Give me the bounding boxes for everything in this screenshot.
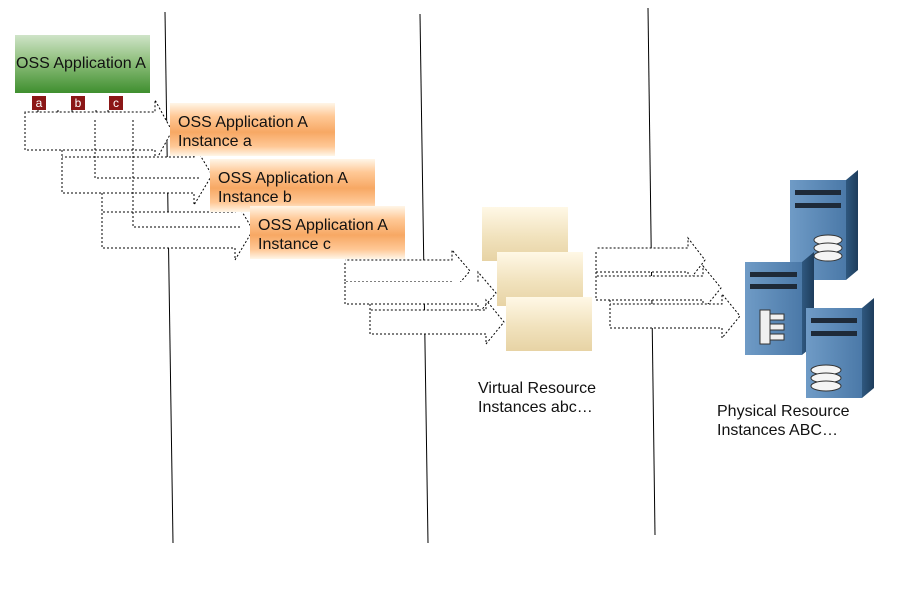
arrow-to-physical-3 xyxy=(609,292,741,340)
instance-b-title: OSS Application A xyxy=(218,170,348,187)
virtual-resource-label: Virtual Resource Instances abc… xyxy=(478,379,596,417)
physical-resource-line1: Physical Resource xyxy=(717,403,850,420)
tag-b: b xyxy=(71,96,85,110)
server-tree-icon xyxy=(745,252,814,355)
server-disk-icon xyxy=(790,170,858,280)
oss-application-box: OSS Application A xyxy=(15,35,150,93)
arrow-to-instance-b xyxy=(61,143,213,207)
tag-a: a xyxy=(32,96,46,110)
instance-b-subtitle: Instance b xyxy=(218,189,292,206)
virtual-resource-line1: Virtual Resource xyxy=(478,380,596,397)
instance-box-a: OSS Application A Instance a xyxy=(170,103,335,156)
divider-line-1 xyxy=(164,11,174,544)
instance-box-c: OSS Application A Instance c xyxy=(250,206,405,259)
tag-c: c xyxy=(109,96,123,110)
physical-resource-label: Physical Resource Instances ABC… xyxy=(717,402,850,440)
instance-c-subtitle: Instance c xyxy=(258,236,331,253)
arrow-to-physical-2 xyxy=(595,264,722,312)
instance-c-title: OSS Application A xyxy=(258,217,388,234)
arrow-to-instance-a xyxy=(24,99,173,163)
server-disk-icon xyxy=(806,298,874,398)
instance-box-b: OSS Application A Instance b xyxy=(210,159,375,212)
physical-resource-line2: Instances ABC… xyxy=(717,422,838,439)
arrow-to-virtual-3 xyxy=(369,298,505,346)
virtual-resource-box-3 xyxy=(506,297,592,351)
virtual-resource-line2: Instances abc… xyxy=(478,399,593,416)
arrow-to-physical-1 xyxy=(595,236,706,284)
instance-a-subtitle: Instance a xyxy=(178,133,252,150)
instance-a-title: OSS Application A xyxy=(178,114,308,131)
arrow-to-instance-c xyxy=(101,193,254,262)
arrow-inner-line-1 xyxy=(94,120,200,179)
